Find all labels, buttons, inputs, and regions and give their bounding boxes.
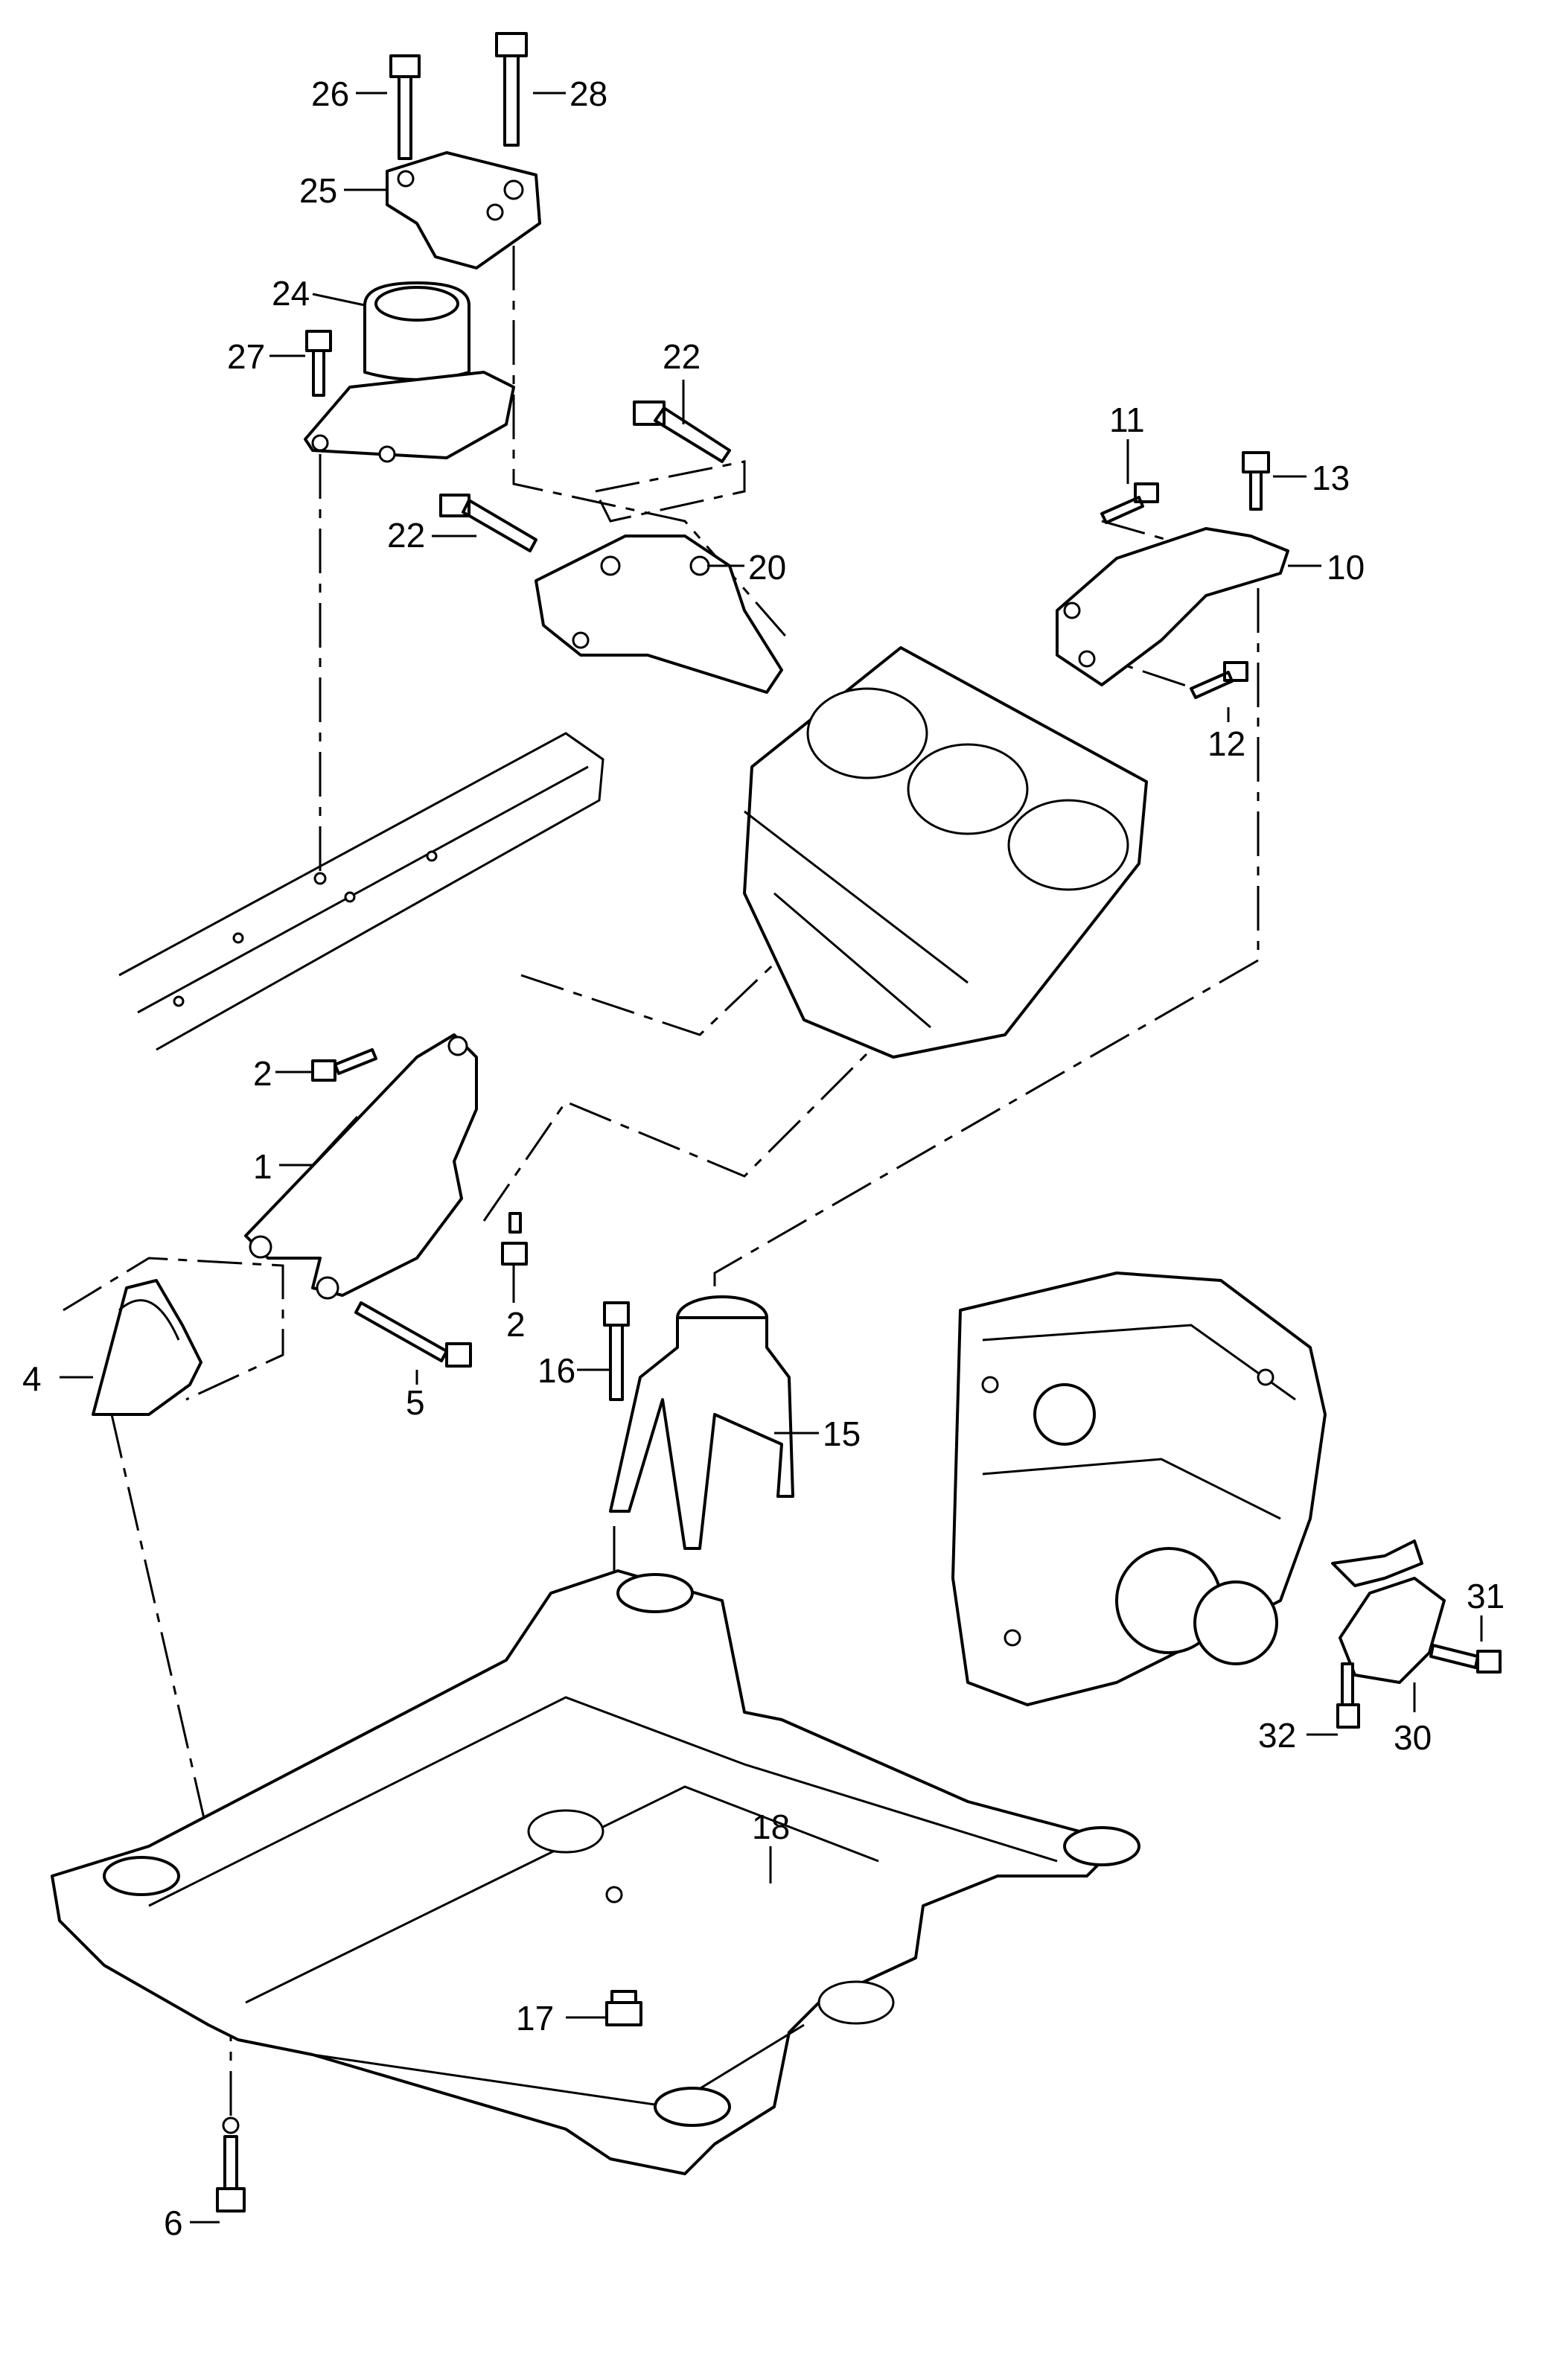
nut-17-icon: [605, 1990, 642, 2026]
label-17: 17: [516, 1999, 554, 2038]
bolt-27-icon: [305, 330, 332, 397]
bolt-11-icon: [1100, 482, 1159, 524]
label-20: 20: [748, 548, 786, 587]
label-10: 10: [1327, 548, 1365, 587]
label-16: 16: [537, 1351, 575, 1390]
bolt-16-icon: [603, 1301, 630, 1401]
engine-mount-upper: [304, 32, 541, 463]
label-13: 13: [1312, 459, 1350, 497]
subframe-18-group: [51, 1569, 1140, 2212]
leader-lines: [60, 92, 1483, 2224]
label-1: 1: [253, 1147, 272, 1186]
transmission: [951, 1272, 1327, 1706]
label-24: 24: [272, 274, 310, 313]
label-2-lower: 2: [506, 1305, 526, 1344]
bolt-22-lower-icon: [439, 494, 537, 552]
bracket-10-group: [1056, 451, 1289, 699]
label-25: 25: [299, 171, 337, 210]
bolt-22-upper-icon: [633, 401, 731, 463]
bolt-28-icon: [495, 32, 528, 147]
frame-rail: [118, 732, 604, 1051]
bolt-2-upper-icon: [311, 1048, 377, 1082]
label-26: 26: [311, 74, 349, 113]
bolt-5-icon: [354, 1301, 472, 1368]
label-15: 15: [823, 1414, 861, 1453]
label-5: 5: [406, 1383, 425, 1422]
support-arm-1-icon: [244, 1033, 478, 1297]
label-4: 4: [22, 1359, 42, 1398]
bracket-10-icon: [1056, 527, 1289, 686]
label-30: 30: [1394, 1718, 1432, 1757]
mount-15-group: [603, 1295, 794, 1550]
mount-30-group: [1331, 1540, 1502, 1729]
label-12: 12: [1207, 724, 1245, 763]
label-11: 11: [1109, 401, 1145, 439]
label-31: 31: [1467, 1577, 1505, 1615]
bolt-13-icon: [1242, 451, 1270, 511]
bolt-31-icon: [1429, 1644, 1502, 1674]
support-arm-1-group: [244, 1033, 528, 1368]
bolt-32-icon: [1336, 1662, 1360, 1729]
label-32: 32: [1258, 1716, 1296, 1755]
bracket-25-icon: [386, 151, 541, 269]
bracket-20-group: [439, 401, 783, 694]
label-22-upper: 22: [663, 337, 701, 376]
mount-4-icon: [92, 1279, 202, 1416]
label-6: 6: [164, 2204, 183, 2242]
bolt-6-icon: [216, 2135, 246, 2212]
part-labels: 26 28 25 24 27 22 22 20 11 13 10 12 2 1 …: [22, 74, 1505, 2242]
bolt-12-icon: [1190, 661, 1248, 699]
label-28: 28: [570, 74, 607, 113]
label-18: 18: [752, 1808, 790, 1846]
bolt-26-icon: [389, 54, 421, 160]
mount-15-icon: [609, 1316, 794, 1550]
mount-30-icon: [1339, 1577, 1446, 1684]
mount-4-group: [63, 1257, 284, 1416]
subframe-18-icon: [51, 1569, 1118, 2175]
label-22-lower: 22: [387, 516, 425, 555]
label-27: 27: [227, 337, 265, 376]
engine-block: [743, 646, 1148, 1059]
bracket-20-icon: [535, 535, 783, 694]
label-2-upper: 2: [253, 1054, 272, 1093]
bolt-2-lower-icon: [501, 1212, 528, 1266]
